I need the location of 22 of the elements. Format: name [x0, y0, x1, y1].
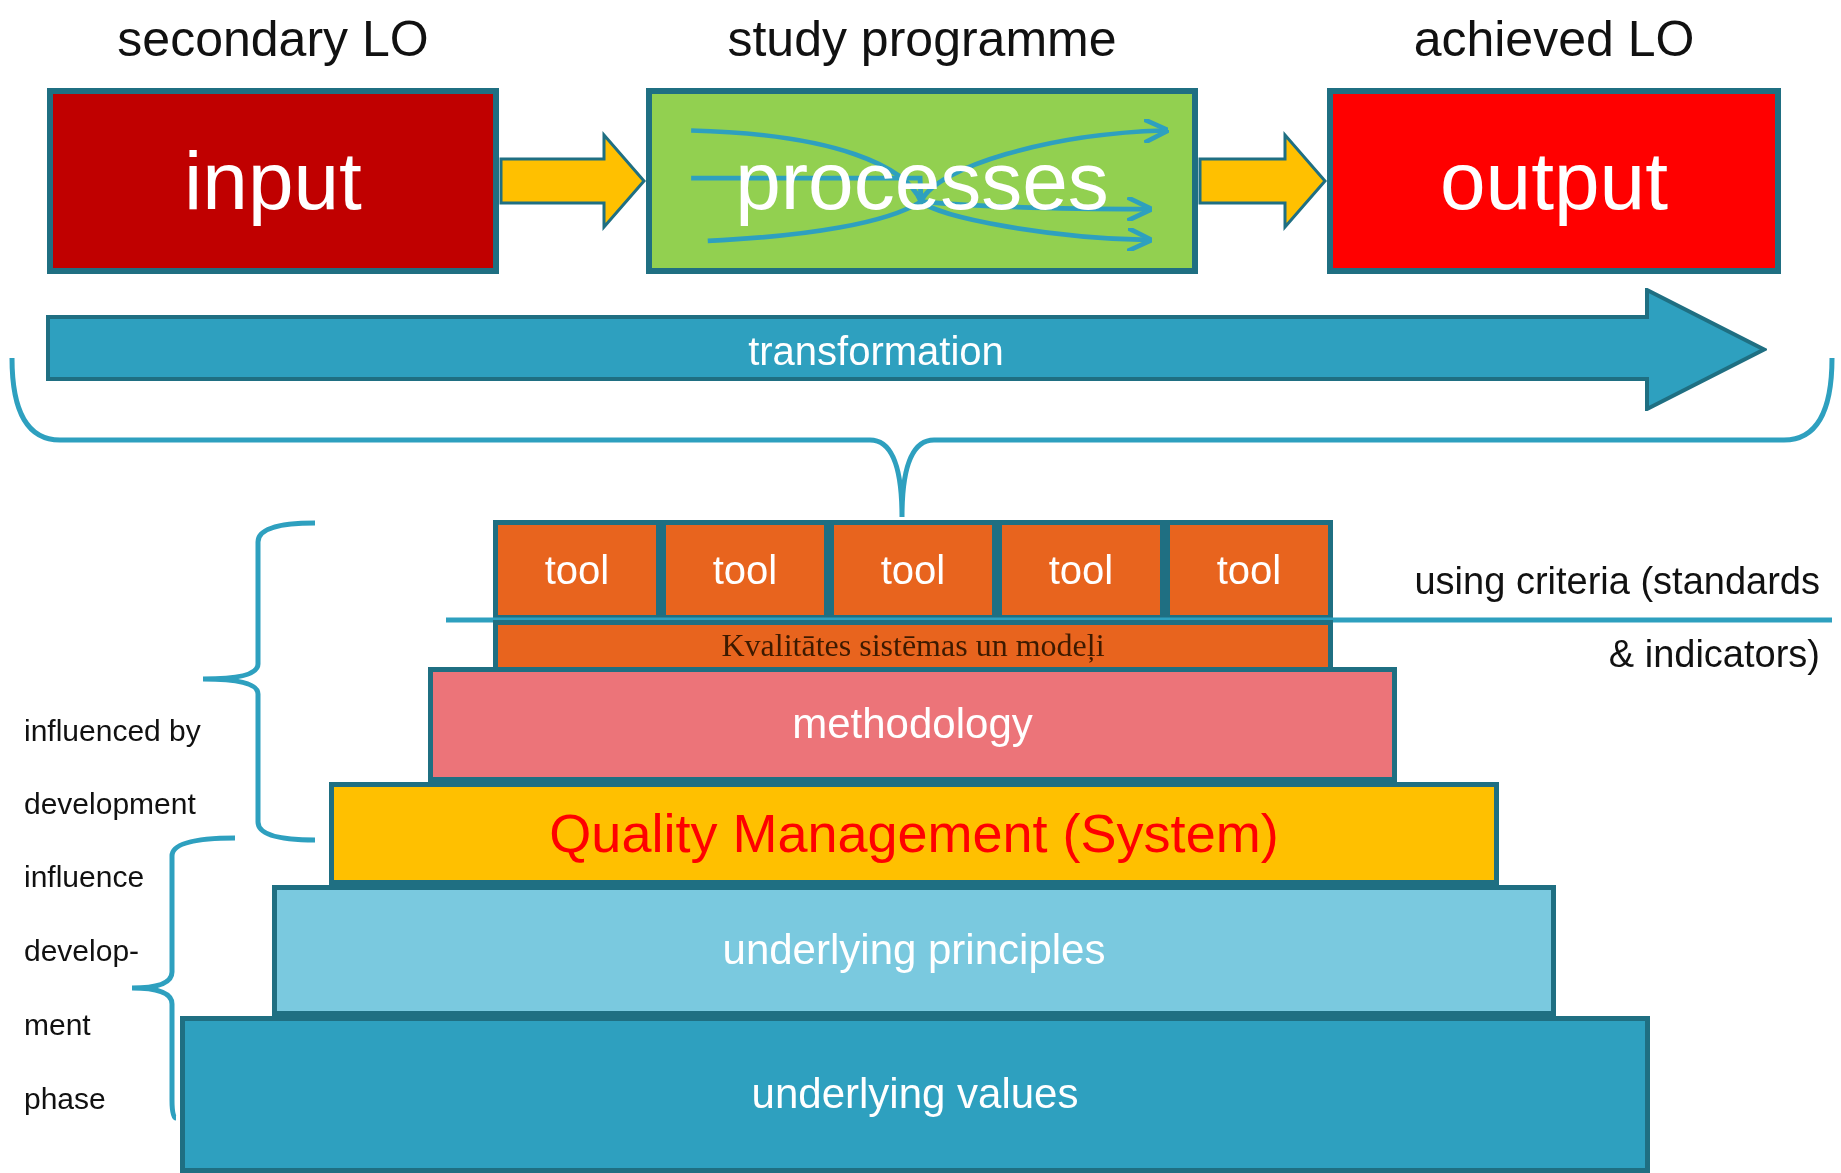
caption-band: Kvalitātes sistēmas un modeļi [493, 620, 1333, 667]
stage-heading: secondary LO [116, 10, 430, 69]
layer-label: tool [712, 548, 778, 592]
layer-label: underlying values [751, 1071, 1079, 1118]
tool-block [1165, 520, 1333, 620]
layer-label: tool [544, 548, 610, 592]
layer-label: Quality Management (System) [549, 803, 1279, 864]
layer-label: tool [880, 548, 946, 592]
side-note: influence develop- ment phase [24, 859, 146, 1117]
methodology-layer [428, 667, 1397, 782]
block-arrow [1198, 131, 1327, 231]
stage-heading: study programme [726, 10, 1118, 69]
layer-label: underlying principles [722, 927, 1106, 974]
values-layer [180, 1016, 1650, 1173]
arrow-label: transformation [747, 328, 1005, 375]
tool-block [493, 520, 661, 620]
layer-label: methodology [792, 701, 1033, 748]
layer-label: tool [1216, 548, 1282, 592]
stage-heading: achieved LO [1412, 10, 1696, 69]
layer-label: tool [1048, 548, 1114, 592]
criteria-note: using criteria (standards & indicators) [1413, 559, 1820, 677]
block-arrow [499, 131, 646, 231]
